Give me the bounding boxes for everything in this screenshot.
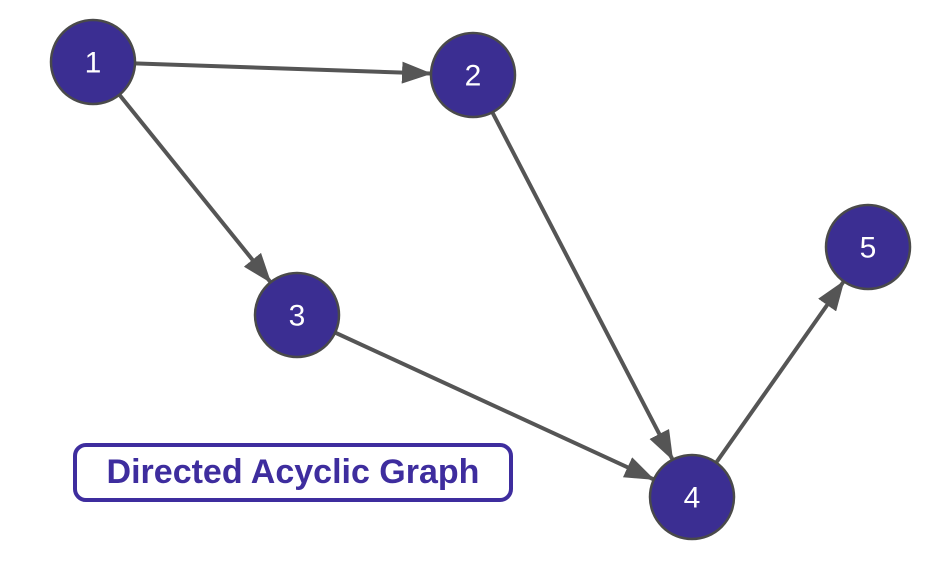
- node-2[interactable]: 2: [429, 31, 517, 119]
- node-5[interactable]: 5: [824, 203, 912, 291]
- node-circle-5[interactable]: [824, 203, 912, 291]
- edge-1-2: [92, 60, 433, 84]
- node-circle-2[interactable]: [429, 31, 517, 119]
- node-circle-4[interactable]: [648, 453, 736, 541]
- edge-1-3: [91, 60, 272, 284]
- dag-title-label: Directed Acyclic Graph: [73, 443, 513, 502]
- node-circle-1[interactable]: [49, 18, 137, 106]
- edge-3-4: [296, 313, 655, 481]
- edge-4-5: [690, 280, 845, 499]
- node-1[interactable]: 1: [49, 18, 137, 106]
- dag-title-text: Directed Acyclic Graph: [106, 453, 480, 491]
- node-4[interactable]: 4: [648, 453, 736, 541]
- node-3[interactable]: 3: [253, 271, 341, 359]
- node-circle-3[interactable]: [253, 271, 341, 359]
- edge-2-4: [471, 74, 674, 461]
